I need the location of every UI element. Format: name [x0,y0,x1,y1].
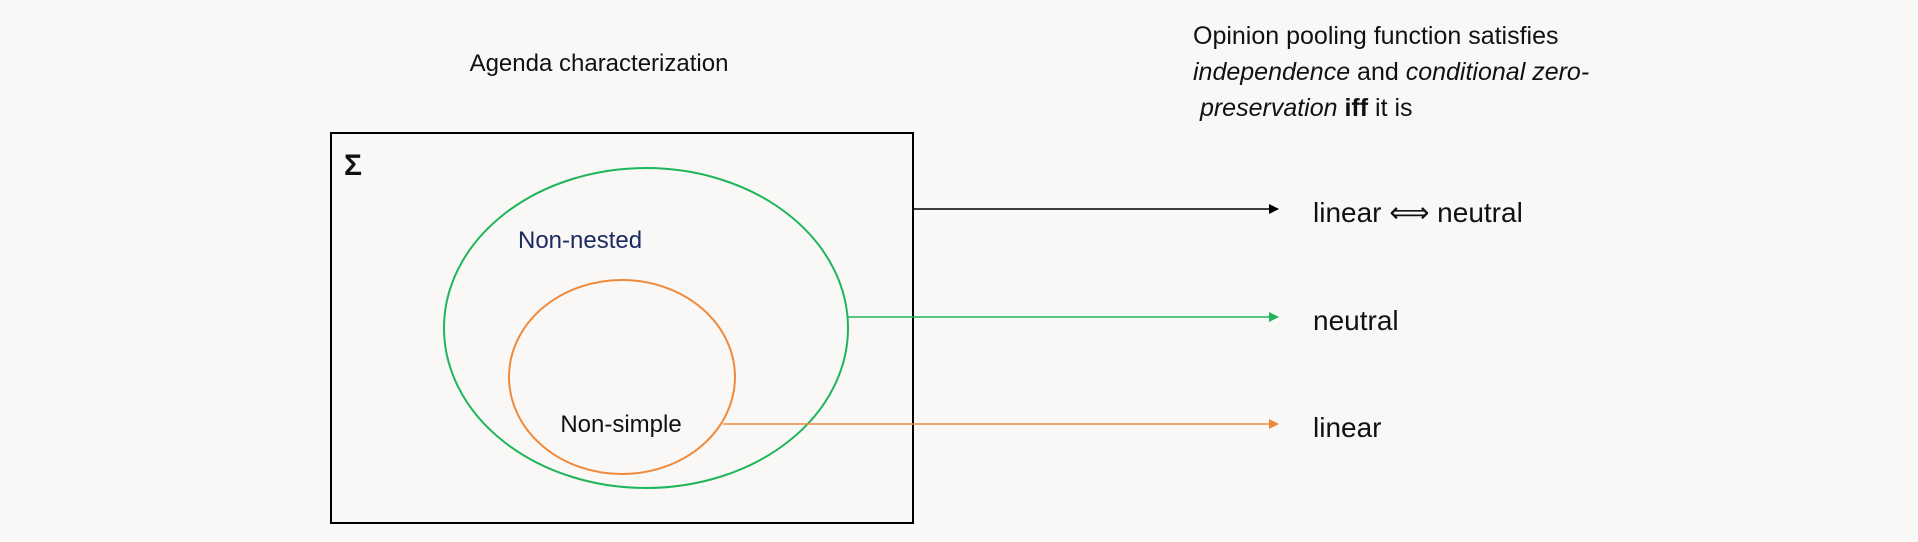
preservation-term: preservation [1199,94,1338,122]
non-simple-set-ellipse [508,279,736,475]
non-nested-set-ellipse [443,167,849,489]
non-simple-label: Non-simple [560,411,681,438]
result-linear-iff-neutral: linear ⟺ neutral [1313,197,1523,228]
iff-word: iff [1344,94,1369,122]
sigma-set-box [330,132,914,524]
sigma-symbol: Σ [344,149,362,182]
diagram-title: Agenda characterization [470,50,729,77]
theorem-statement: Opinion pooling function satisfies indep… [1193,18,1589,126]
result-linear: linear [1313,412,1381,443]
independence-term: independence [1193,58,1351,86]
statement-line-3: preservation iff it is [1193,90,1589,126]
non-nested-label: Non-nested [518,227,642,254]
conditional-term: conditional zero- [1405,58,1590,86]
statement-line-2: independence and conditional zero- [1193,54,1589,90]
it-is-words: it is [1375,94,1413,122]
and-word: and [1357,58,1399,86]
statement-line-1: Opinion pooling function satisfies [1193,22,1559,50]
result-neutral: neutral [1313,305,1399,336]
